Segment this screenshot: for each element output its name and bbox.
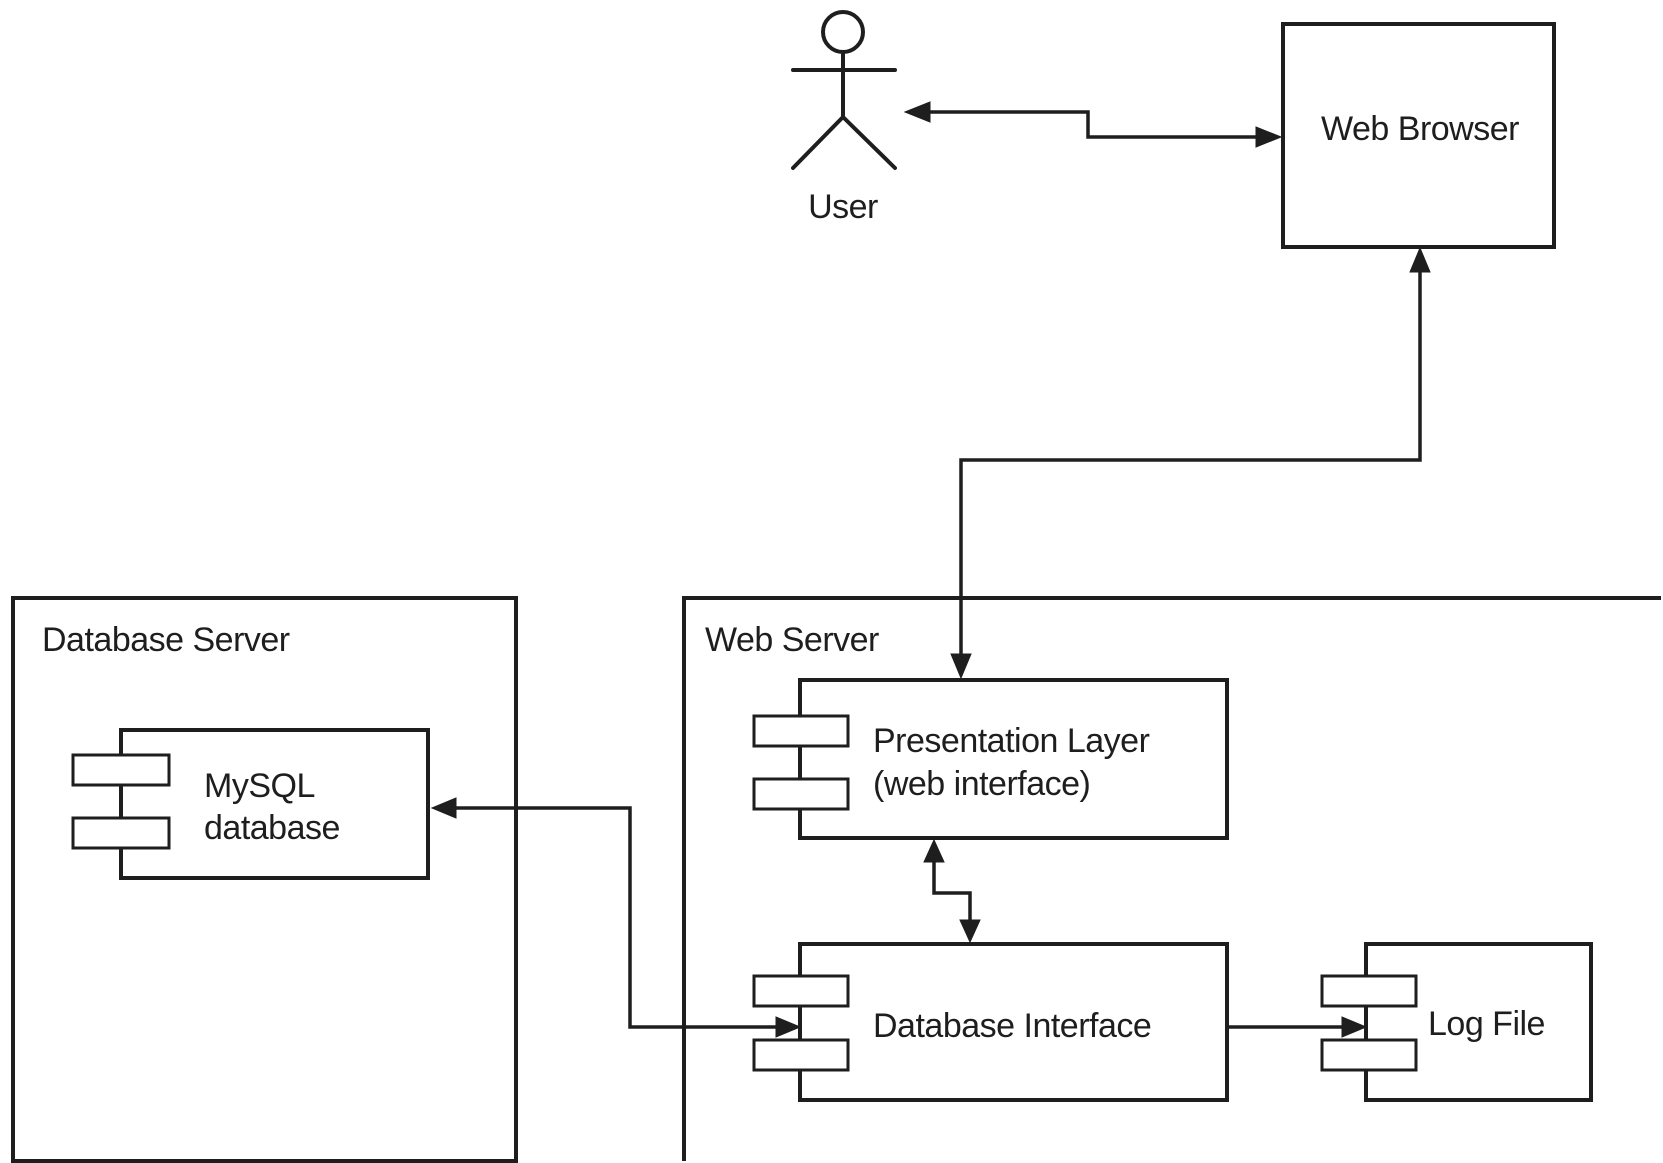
component-tab-icon — [1320, 1038, 1418, 1072]
presentation-layer-box — [798, 678, 1229, 840]
presentation-layer-line1: Presentation Layer — [873, 722, 1150, 760]
component-tab-icon — [71, 753, 171, 787]
connector-line — [932, 858, 972, 924]
mysql-dbinterface-connector — [430, 797, 802, 1038]
presentation-layer-component: Presentation Layer (web interface) — [752, 678, 1229, 840]
web-browser-label: Web Browser — [1321, 110, 1519, 148]
web-server-title: Web Server — [705, 621, 879, 659]
arrow-head-icon — [430, 797, 457, 819]
user-actor: User — [791, 10, 897, 226]
database-server-title: Database Server — [42, 621, 290, 659]
arrow-head-icon — [923, 838, 945, 863]
user-label: User — [808, 188, 878, 226]
arrow-head-icon — [1409, 246, 1431, 273]
actor-left-leg — [791, 115, 845, 170]
mysql-component: MySQL database — [71, 728, 430, 880]
component-tab-icon — [1320, 974, 1418, 1008]
actor-right-leg — [841, 115, 897, 170]
arrow-head-icon — [950, 653, 972, 680]
component-tab-icon — [71, 816, 171, 850]
arrow-head-icon — [1255, 126, 1283, 148]
mysql-label-line2: database — [204, 809, 340, 847]
log-file-component: Log File — [1320, 942, 1593, 1102]
mysql-box — [119, 728, 430, 880]
arrow-head-icon — [1341, 1016, 1368, 1038]
dbinterface-logfile-connector — [1227, 1016, 1368, 1038]
browser-presentation-connector — [950, 246, 1431, 680]
connector-line — [959, 268, 1422, 658]
arrow-head-icon — [959, 919, 981, 944]
database-interface-component: Database Interface — [752, 942, 1229, 1102]
component-tab-icon — [752, 974, 850, 1008]
presentation-dbinterface-connector — [923, 838, 981, 944]
web-browser-box — [1281, 22, 1556, 249]
component-tab-icon — [752, 777, 850, 811]
log-file-label: Log File — [1428, 1005, 1545, 1043]
arrow-head-icon — [903, 101, 931, 123]
arrow-head-icon — [775, 1016, 802, 1038]
actor-head-icon — [821, 10, 865, 54]
component-tab-icon — [752, 714, 850, 748]
user-browser-connector — [903, 101, 1283, 148]
connector-line — [925, 110, 1260, 139]
mysql-label-line1: MySQL — [204, 767, 315, 805]
component-tab-icon — [752, 1038, 850, 1072]
connector-line — [452, 806, 782, 1029]
database-interface-label: Database Interface — [873, 1007, 1151, 1045]
web-browser-node: Web Browser — [1281, 22, 1556, 249]
log-file-box — [1364, 942, 1593, 1102]
presentation-layer-line2: (web interface) — [873, 765, 1090, 803]
database-interface-box — [798, 942, 1229, 1102]
